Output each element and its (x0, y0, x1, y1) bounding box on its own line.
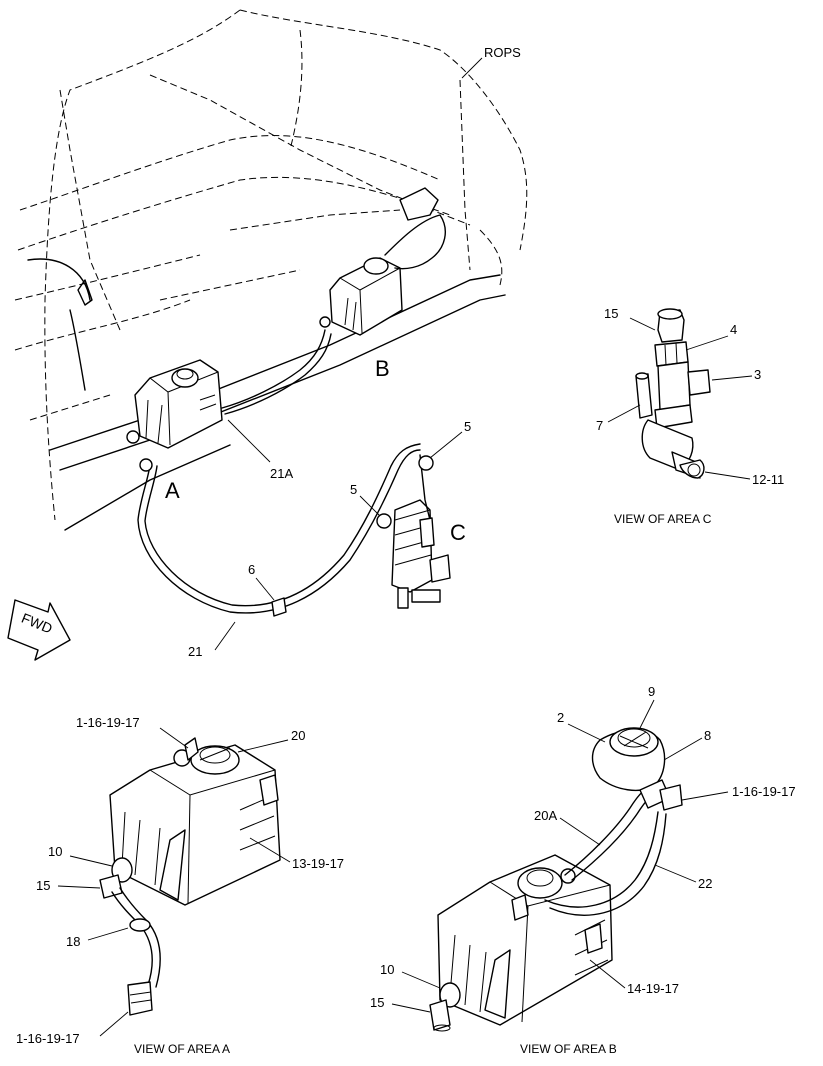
callout-8: 8 (704, 728, 711, 743)
callout-1-16-19-17-b: 1-16-19-17 (732, 784, 796, 799)
callout-7: 7 (596, 418, 603, 433)
callout-6: 6 (248, 562, 255, 577)
view-area-c (635, 308, 711, 479)
callout-10-b: 10 (380, 962, 394, 977)
caption-view-b: VIEW OF AREA B (520, 1042, 617, 1056)
callout-15-b: 15 (370, 995, 384, 1010)
callout-12-11: 12-11 (752, 472, 784, 487)
callout-4: 4 (730, 322, 737, 337)
area-b-letter: B (375, 356, 390, 381)
callout-10-a: 10 (48, 844, 62, 859)
callout-15-a: 15 (36, 878, 50, 893)
callout-22: 22 (698, 876, 712, 891)
callout-5-upper: 5 (464, 419, 471, 434)
callout-2: 2 (557, 710, 564, 725)
caption-view-c: VIEW OF AREA C (614, 512, 712, 526)
callout-14-19-17: 14-19-17 (627, 981, 679, 996)
callout-21a: 21A (270, 466, 293, 481)
callout-20: 20 (291, 728, 305, 743)
caption-view-a: VIEW OF AREA A (134, 1042, 230, 1056)
rops-label: ROPS (484, 45, 521, 60)
hose-21a (221, 329, 332, 415)
callout-9: 9 (648, 684, 655, 699)
view-area-b (429, 727, 683, 1032)
fwd-arrow: FWD (7, 599, 71, 661)
area-c-letter: C (450, 520, 466, 545)
callout-21: 21 (188, 644, 202, 659)
callout-18: 18 (66, 934, 80, 949)
pump-c-main (376, 454, 451, 609)
callout-15-c: 15 (604, 306, 618, 321)
callout-5-lower: 5 (350, 482, 357, 497)
area-a-letter: A (165, 478, 180, 503)
callout-20a: 20A (534, 808, 557, 823)
callout-1-16-19-17-a-top: 1-16-19-17 (76, 715, 140, 730)
hose-21 (137, 443, 421, 617)
callout-1-16-19-17-a-bottom: 1-16-19-17 (16, 1031, 80, 1046)
callout-3: 3 (754, 367, 761, 382)
reservoir-b-main (319, 187, 446, 336)
view-area-a (99, 737, 281, 1016)
rops-frame: ROPS (14, 9, 528, 531)
callout-13-19-17: 13-19-17 (292, 856, 344, 871)
reservoir-a-main (126, 359, 223, 449)
